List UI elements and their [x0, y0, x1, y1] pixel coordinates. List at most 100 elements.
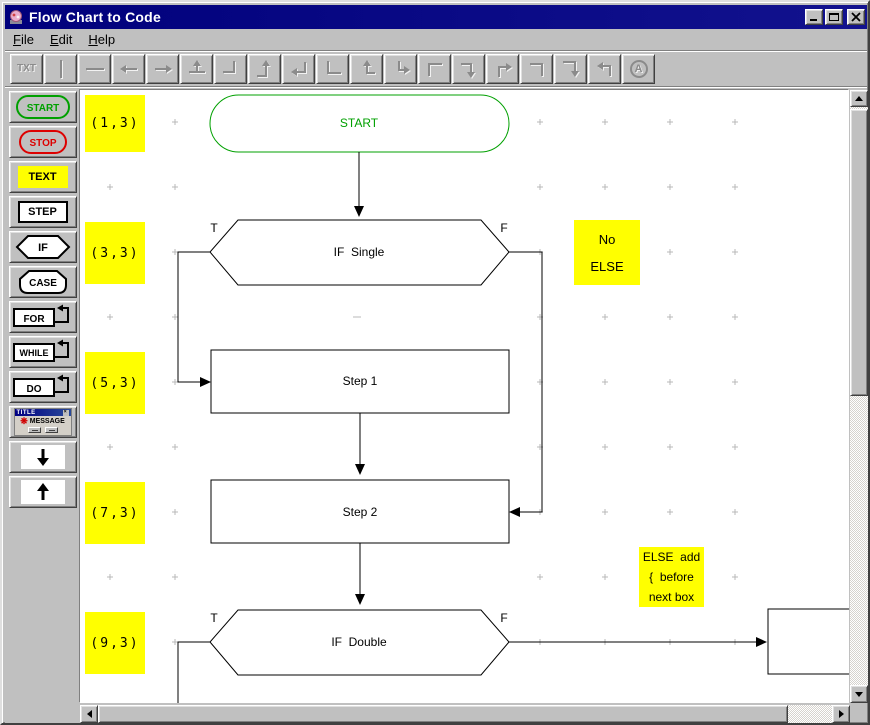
- circled-a-icon: A: [629, 59, 648, 78]
- toolbar-corner-top-left[interactable]: [418, 53, 451, 84]
- toolbar-corner-down-left[interactable]: [214, 53, 247, 84]
- palette-case-button[interactable]: CASE: [8, 266, 77, 298]
- for-loop-icon: FOR: [12, 304, 69, 327]
- toolbar-elbow-right-from-bottom[interactable]: [486, 53, 519, 84]
- while-loop-icon: WHILE: [12, 339, 69, 362]
- palette-step-button[interactable]: STEP: [8, 196, 77, 228]
- arrow-left-icon: [119, 64, 137, 73]
- menu-edit[interactable]: Edit: [49, 32, 73, 47]
- menu-help[interactable]: Help: [88, 32, 116, 47]
- toolbar-elbow-down-from-left[interactable]: [452, 53, 485, 84]
- coordinate-label[interactable]: (7,3): [85, 482, 145, 544]
- horizontal-scrollbar[interactable]: [80, 705, 850, 723]
- palette-scroll-down-button[interactable]: [8, 441, 77, 473]
- svg-text:FOR: FOR: [23, 314, 45, 325]
- stop-oval-icon: STOP: [18, 130, 67, 154]
- close-button[interactable]: [847, 9, 865, 25]
- title-bar[interactable]: Flow Chart to Code: [5, 5, 867, 29]
- line-horizontal-icon: [85, 67, 104, 70]
- elbow-arrow-down-icon: [460, 62, 475, 78]
- toolbar-corner-bottom-left[interactable]: [316, 53, 349, 84]
- flowchart-drawing: START IF Single T F Step 1 Step 2: [107, 94, 849, 703]
- elbow-arrow-left-up-icon: [596, 61, 611, 76]
- node-start-label: START: [340, 116, 379, 130]
- coordinate-label[interactable]: (9,3): [85, 612, 145, 674]
- scroll-right-button[interactable]: [832, 705, 850, 723]
- do-loop-icon: DO: [12, 374, 69, 397]
- svg-text:CASE: CASE: [29, 278, 57, 289]
- if-double-false-label: F: [500, 611, 507, 625]
- start-oval-icon: START: [15, 95, 70, 119]
- if-double-true-label: T: [210, 611, 218, 625]
- elbow-arrow-left-icon: [290, 61, 306, 76]
- if-single-true-label: T: [210, 221, 218, 235]
- toolbar-elbow-up-from-right[interactable]: [350, 53, 383, 84]
- minimize-button[interactable]: [805, 9, 823, 25]
- palette-while-button[interactable]: WHILE: [8, 336, 77, 368]
- toolbar-elbow-up-right[interactable]: [248, 53, 281, 84]
- toolbar-elbow-left-from-top[interactable]: [282, 53, 315, 84]
- palette-message-button[interactable]: TITLE× MESSAGE: [8, 406, 77, 438]
- up-arrow-icon: [20, 480, 65, 504]
- node-next-box[interactable]: [767, 608, 849, 675]
- note-no-else[interactable]: No ELSE: [574, 220, 640, 285]
- toolbar-elbow-left-up[interactable]: [588, 53, 621, 84]
- vertical-scrollbar[interactable]: [850, 90, 868, 703]
- palette-if-button[interactable]: IF: [8, 231, 77, 263]
- arrow-right-icon: [154, 64, 172, 73]
- scroll-up-button[interactable]: [850, 90, 868, 107]
- svg-text:DO: DO: [26, 384, 41, 395]
- connector-true-branch: [177, 251, 210, 383]
- toolbar-line-horizontal[interactable]: [78, 53, 111, 84]
- corner-top-right-icon: [529, 62, 543, 76]
- toolbar-corner-top-right[interactable]: [520, 53, 553, 84]
- arrowhead: [200, 377, 211, 387]
- flowchart-canvas[interactable]: START IF Single T F Step 1 Step 2: [80, 90, 849, 703]
- app-icon: [10, 10, 22, 24]
- toolbar-elbow-down-right[interactable]: [554, 53, 587, 84]
- toolbar-auto-label[interactable]: A: [622, 53, 655, 84]
- coordinate-label[interactable]: (5,3): [85, 352, 145, 414]
- palette-start-button[interactable]: START: [8, 91, 77, 123]
- arrowhead: [509, 507, 520, 517]
- node-step2[interactable]: [210, 479, 510, 544]
- coordinate-label[interactable]: (3,3): [85, 222, 145, 284]
- svg-text:STOP: STOP: [29, 138, 56, 149]
- svg-text:START: START: [26, 103, 59, 114]
- elbow-arrow-up-right-icon: [256, 59, 270, 77]
- scroll-left-button[interactable]: [80, 705, 98, 723]
- down-arrow-icon: [855, 691, 863, 697]
- corner-top-left-icon: [427, 62, 442, 76]
- palette-text-button[interactable]: TEXT: [8, 161, 77, 193]
- palette-for-button[interactable]: FOR: [8, 301, 77, 333]
- case-shape-icon: CASE: [18, 270, 67, 294]
- toolbar-arrow-right[interactable]: [146, 53, 179, 84]
- toolbar-arrow-up-branch[interactable]: [180, 53, 213, 84]
- elbow-arrow-right-up-icon: [497, 62, 512, 77]
- minimize-icon: [810, 19, 817, 21]
- elbow-arrow-up-icon: [362, 59, 375, 74]
- vertical-scroll-thumb[interactable]: [850, 109, 868, 396]
- if-single-false-label: F: [500, 221, 507, 235]
- window-title: Flow Chart to Code: [29, 9, 161, 25]
- toolbar-elbow-right-from-top[interactable]: [384, 53, 417, 84]
- message-window-icon: TITLE× MESSAGE: [13, 408, 72, 436]
- palette-do-button[interactable]: DO: [8, 371, 77, 403]
- note-else-add[interactable]: ELSE add { before next box: [639, 547, 704, 607]
- coordinate-label[interactable]: (1,3): [85, 95, 145, 152]
- line-vertical-icon: [59, 59, 62, 78]
- svg-text:WHILE: WHILE: [19, 348, 48, 358]
- maximize-button[interactable]: [825, 9, 843, 25]
- svg-text:IF: IF: [38, 242, 48, 254]
- palette-stop-button[interactable]: STOP: [8, 126, 77, 158]
- scroll-down-button[interactable]: [850, 685, 868, 703]
- toolbar-text-tool[interactable]: TXT: [10, 53, 43, 84]
- maximize-icon: [829, 13, 839, 21]
- toolbar-line-vertical[interactable]: [44, 53, 77, 84]
- horizontal-scroll-thumb[interactable]: [98, 705, 788, 723]
- corner-down-left-icon: [222, 60, 235, 73]
- toolbar-arrow-left[interactable]: [112, 53, 145, 84]
- connector-ifdouble-true: [177, 641, 210, 703]
- palette-scroll-up-button[interactable]: [8, 476, 77, 508]
- menu-file[interactable]: File: [13, 32, 34, 47]
